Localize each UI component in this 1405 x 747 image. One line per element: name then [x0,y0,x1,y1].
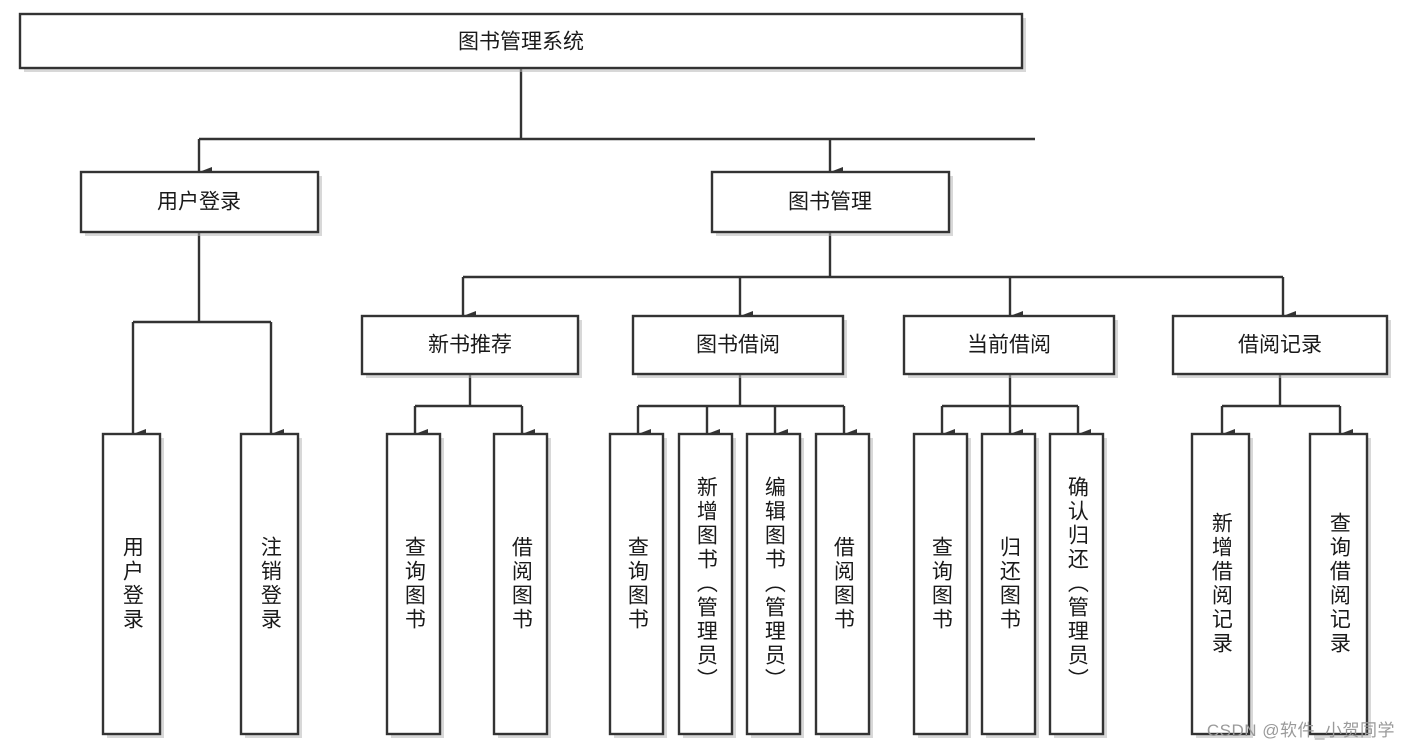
node-user-login[interactable]: 用户登录 [79,170,322,236]
node-leaf-query-book-2[interactable] [608,432,667,738]
node-new-book-recommend[interactable]: 新书推荐 [360,314,582,378]
node-borrow-record[interactable]: 借阅记录 [1171,314,1391,378]
node-root[interactable]: 图书管理系统 [18,12,1026,72]
connector-root-to-level2 [197,68,1035,177]
node-borrow-record-label: 借阅记录 [1238,334,1322,357]
connector-borrowrecord-to-leaves [1220,374,1353,439]
connector-bookborrow-to-leaves [636,374,857,439]
node-leaf-query-book-3[interactable] [912,432,971,738]
node-leaf-query-record[interactable] [1308,432,1371,738]
node-leaf-logout[interactable] [239,432,302,738]
node-current-borrow[interactable]: 当前借阅 [902,314,1118,378]
watermark: CSDN @软件_小贺同学 [1206,721,1395,740]
node-root-label: 图书管理系统 [458,31,584,54]
connector-userlogin-to-leaves [131,232,284,439]
node-leaf-edit-book[interactable] [745,432,804,738]
node-leaf-return-book[interactable] [980,432,1039,738]
node-book-borrow-label: 图书借阅 [696,334,780,357]
node-leaf-borrow-book-1[interactable] [492,432,551,738]
node-user-login-label: 用户登录 [157,191,241,214]
connector-currentborrow-to-leaves [940,374,1091,439]
node-leaf-add-book[interactable] [677,432,736,738]
node-book-borrow[interactable]: 图书借阅 [631,314,847,378]
node-leaf-user-login[interactable] [101,432,164,738]
connector-bookmanage-to-level3 [461,232,1296,321]
node-leaf-add-record[interactable] [1190,432,1253,738]
node-current-borrow-label: 当前借阅 [967,334,1051,357]
node-book-manage-label: 图书管理 [788,191,872,214]
node-leaf-query-book-1[interactable] [385,432,444,738]
node-new-book-recommend-label: 新书推荐 [428,334,512,357]
node-leaf-confirm-return[interactable] [1048,432,1107,738]
node-book-manage[interactable]: 图书管理 [710,170,953,236]
connector-newbook-to-leaves [413,374,535,439]
node-leaf-borrow-book-2[interactable] [814,432,873,738]
